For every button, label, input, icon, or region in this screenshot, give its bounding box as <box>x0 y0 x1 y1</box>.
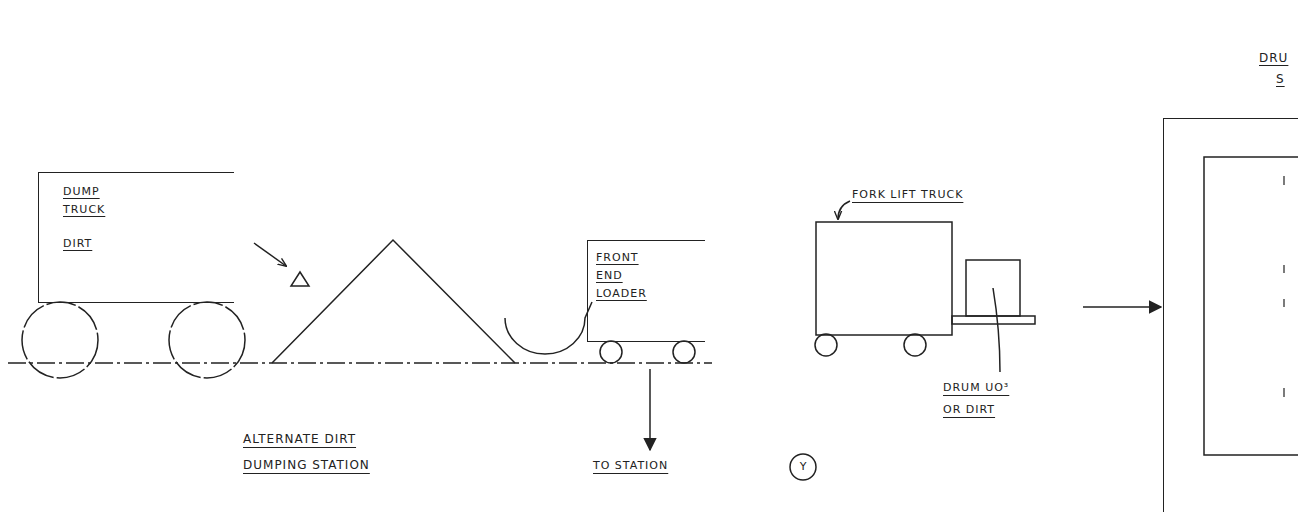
forklift-forks <box>952 316 1035 324</box>
truck-box: DUMP TRUCK DIRT <box>38 172 234 303</box>
leader-line <box>838 201 850 219</box>
tick-marks <box>1283 176 1284 397</box>
station-label: TO STATION <box>593 457 668 475</box>
box-text: S <box>1276 70 1296 88</box>
flow-arrow <box>649 369 651 450</box>
station-id: Y <box>789 453 817 481</box>
part-label: FORK LIFT TRUCK <box>852 186 963 204</box>
flow-arrow <box>1083 306 1161 308</box>
leader-line <box>993 288 1000 372</box>
dump-arrow <box>254 243 286 266</box>
station-label: ALTERNATE DIRT DUMPING STATION <box>243 426 408 478</box>
loader-wheel <box>673 341 695 363</box>
dirt-pile <box>272 240 515 363</box>
box-text: FRONT END LOADER <box>596 249 656 303</box>
box-text: DUMP TRUCK <box>63 183 127 219</box>
truck-wheel <box>169 302 245 378</box>
loader-wheel <box>600 341 622 363</box>
inner-box <box>1204 157 1298 455</box>
forklift-wheel <box>904 334 926 356</box>
truck-wheel <box>22 302 98 378</box>
loader-bucket <box>505 302 592 354</box>
loader-box: FRONT END LOADER <box>587 240 705 342</box>
box-text: DIRT <box>63 235 127 253</box>
box-text: DRU <box>1259 49 1298 67</box>
dirt-symbol <box>291 272 309 286</box>
forklift-wheel <box>815 334 837 356</box>
forklift-body <box>816 222 952 335</box>
station-circle: Y <box>789 453 817 481</box>
part-label: DRUM UO³ OR DIRT <box>943 377 1021 421</box>
drum-station-box: DRUS <box>1163 118 1298 512</box>
